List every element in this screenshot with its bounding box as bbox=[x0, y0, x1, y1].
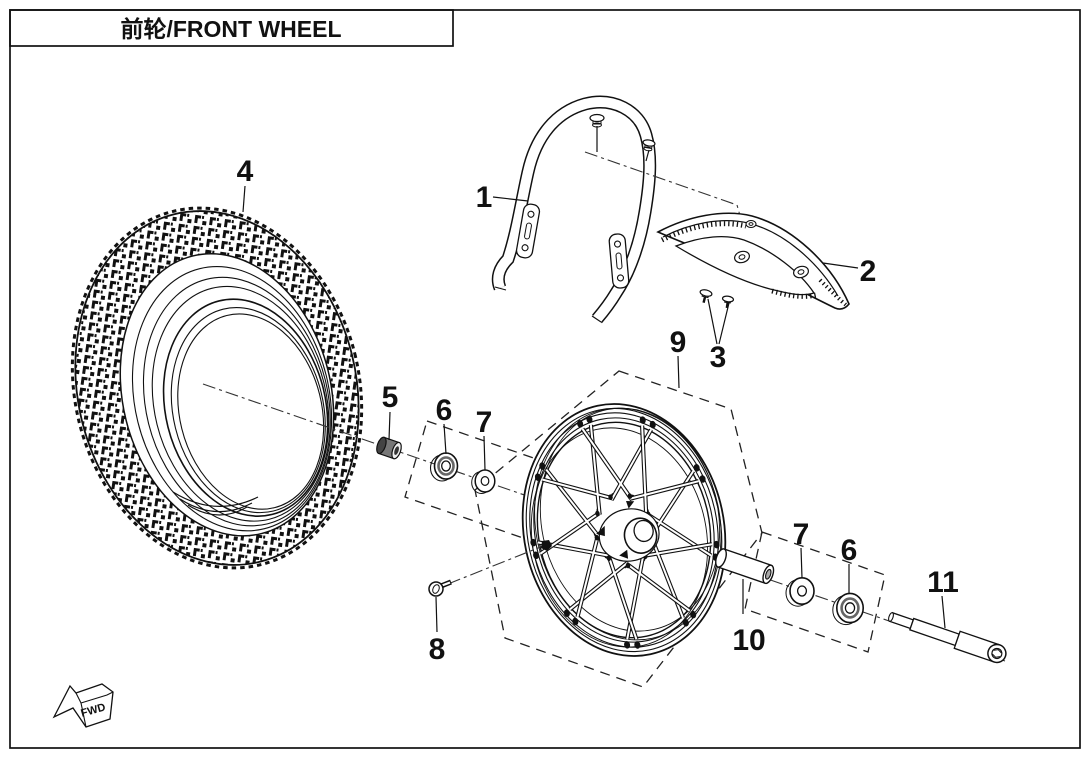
axle-centerline bbox=[202, 383, 1006, 662]
axle-spacer-part bbox=[715, 548, 775, 585]
callout-3-label: 3 bbox=[710, 341, 727, 374]
callout-11-label: 11 bbox=[927, 566, 959, 599]
stay-bolt bbox=[589, 113, 605, 128]
front-fender-part bbox=[656, 212, 850, 310]
wheel-rim-part bbox=[500, 385, 748, 675]
callout-6-right-label: 6 bbox=[841, 534, 858, 567]
page-title: 前轮/FRONT WHEEL bbox=[120, 16, 341, 42]
callout-6-left-label: 6 bbox=[436, 394, 453, 427]
callout-leader-lines bbox=[242, 185, 946, 633]
callout-1-label: 1 bbox=[476, 181, 493, 214]
callout-5-label: 5 bbox=[382, 381, 399, 414]
callout-4-label: 4 bbox=[237, 155, 254, 188]
spacer-bushing-part bbox=[376, 436, 402, 460]
tire-part bbox=[70, 206, 364, 570]
page-border bbox=[9, 9, 1081, 749]
callout-9-label: 9 bbox=[670, 326, 687, 359]
right-group-outline bbox=[744, 531, 886, 653]
seal-left-part bbox=[429, 452, 459, 482]
callout-2-label: 2 bbox=[860, 255, 877, 288]
title-box bbox=[9, 9, 454, 47]
seal-right-part bbox=[832, 592, 864, 626]
callout-8-label: 8 bbox=[429, 633, 446, 666]
axle-part bbox=[888, 611, 1007, 664]
fender-stay-part bbox=[491, 95, 759, 324]
stay-bolt bbox=[642, 139, 656, 152]
callout-labels: 1 2 3 4 5 6 7 8 9 10 7 6 11 bbox=[237, 155, 959, 666]
callout-10-label: 10 bbox=[732, 624, 765, 657]
washer-right-part bbox=[785, 577, 815, 607]
rim-bolt-seat bbox=[541, 540, 552, 551]
callout-7-left-label: 7 bbox=[476, 406, 493, 439]
rim-bolt-part bbox=[428, 579, 452, 597]
rim-bolt-centerline bbox=[447, 545, 544, 585]
wheel-group-outline bbox=[474, 370, 763, 688]
callout-7-right-label: 7 bbox=[793, 518, 810, 551]
fender-bolts-part bbox=[699, 289, 735, 309]
fwd-indicator: FWD bbox=[52, 683, 114, 728]
